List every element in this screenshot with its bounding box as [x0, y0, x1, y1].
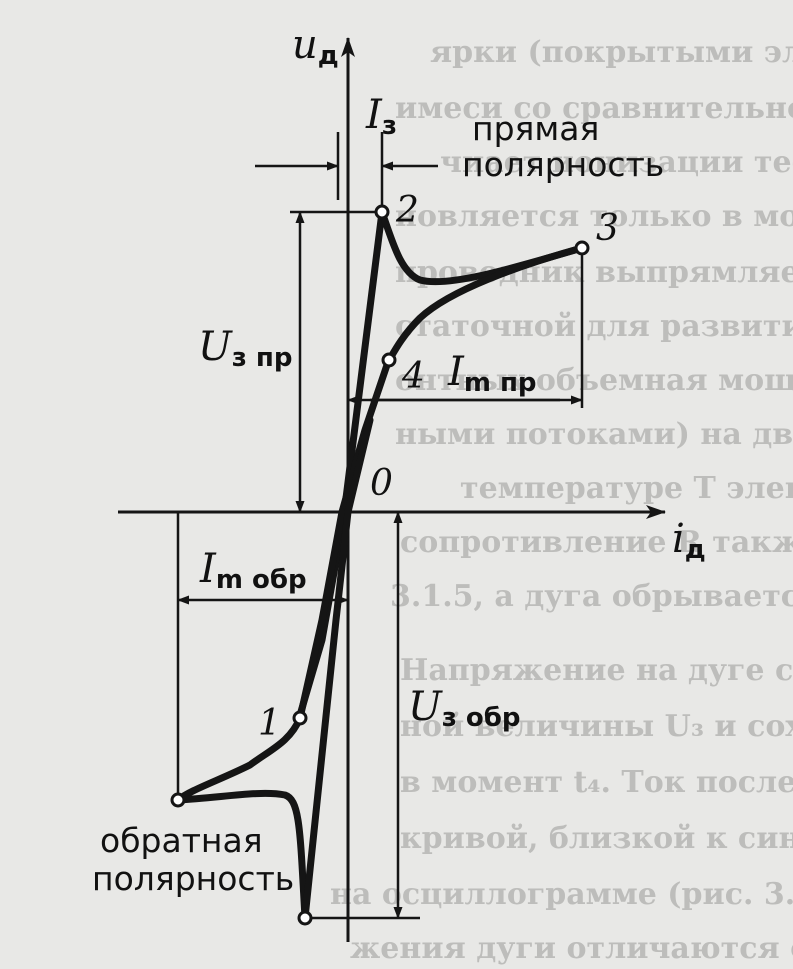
- reverse-bottom-marker: [297, 910, 313, 926]
- background-text-line: 3.1.5, а дуга обрывается.: [390, 579, 793, 614]
- forward-polarity-label-line2: полярность: [462, 145, 664, 184]
- reverse-polarity-label-line2: полярность: [92, 859, 294, 898]
- point-3-marker: [574, 240, 590, 256]
- background-text-line: на осциллограмме (рис. 3.1.5) в не: [330, 877, 793, 912]
- y-axis-label: uд: [292, 22, 339, 71]
- forward-max-current-label: Im пр: [447, 349, 537, 398]
- point-3-label: 3: [596, 208, 619, 249]
- background-text-line: имеси со сравнительно холодных: [395, 91, 793, 126]
- background-text-line: кривой, близкой к синусоиде,: [400, 821, 793, 856]
- reverse-max-current-label: Im обр: [199, 546, 307, 595]
- point-1-marker: [292, 710, 308, 726]
- reverse-rise-curve: [174, 508, 346, 804]
- point-2-label: 2: [395, 190, 419, 231]
- background-text-line: новляется только в момент t₁ при д: [395, 199, 793, 234]
- background-text-line: ярки (покрытыми электродами), по: [430, 35, 793, 70]
- reverse-dip-curve: [174, 789, 309, 922]
- reverse-steep-line: [301, 416, 374, 922]
- background-text-layer: ярки (покрытыми электродами), по имеси с…: [330, 35, 793, 966]
- background-text-line: ной величины U₃ и сохраняется на з: [400, 709, 793, 744]
- background-text-line: Напряжение на дуге снижается: [400, 653, 793, 688]
- point-2-marker: [374, 204, 390, 220]
- point-4-marker: [381, 352, 397, 368]
- background-text-line: онтных объемная мощность: [395, 363, 793, 398]
- reverse-ignition-voltage-label: Uз обр: [408, 684, 521, 733]
- point-1-label: 1: [258, 703, 281, 744]
- point-4-label: 4: [401, 356, 425, 397]
- forward-ignition-voltage-label: Uз пр: [198, 324, 292, 373]
- background-text-line: температуре T электронного: [460, 471, 793, 506]
- reverse-extreme-marker: [170, 792, 186, 808]
- reverse-polarity-label-line1: обратная: [100, 821, 263, 860]
- background-text-line: ными потоками) на двух процессов: [395, 417, 793, 452]
- background-text-line: жения дуги отличаются от синусо: [350, 931, 793, 966]
- x-axis-label: iд: [672, 516, 706, 565]
- forward-polarity-label-line1: прямая: [472, 109, 599, 148]
- background-text-line: сопротивление R также возрас: [400, 525, 793, 560]
- ignition-current-label: Iз: [365, 92, 397, 141]
- background-text-line: статочной для развития электрон: [395, 309, 793, 344]
- background-text-line: в момент t₄. Ток после гашения р: [400, 765, 793, 800]
- background-text-line: чиает ионизации тестей эр: [440, 145, 793, 180]
- background-text-line: проводник выпрямляется напр: [395, 255, 793, 290]
- origin-label: 0: [370, 463, 393, 504]
